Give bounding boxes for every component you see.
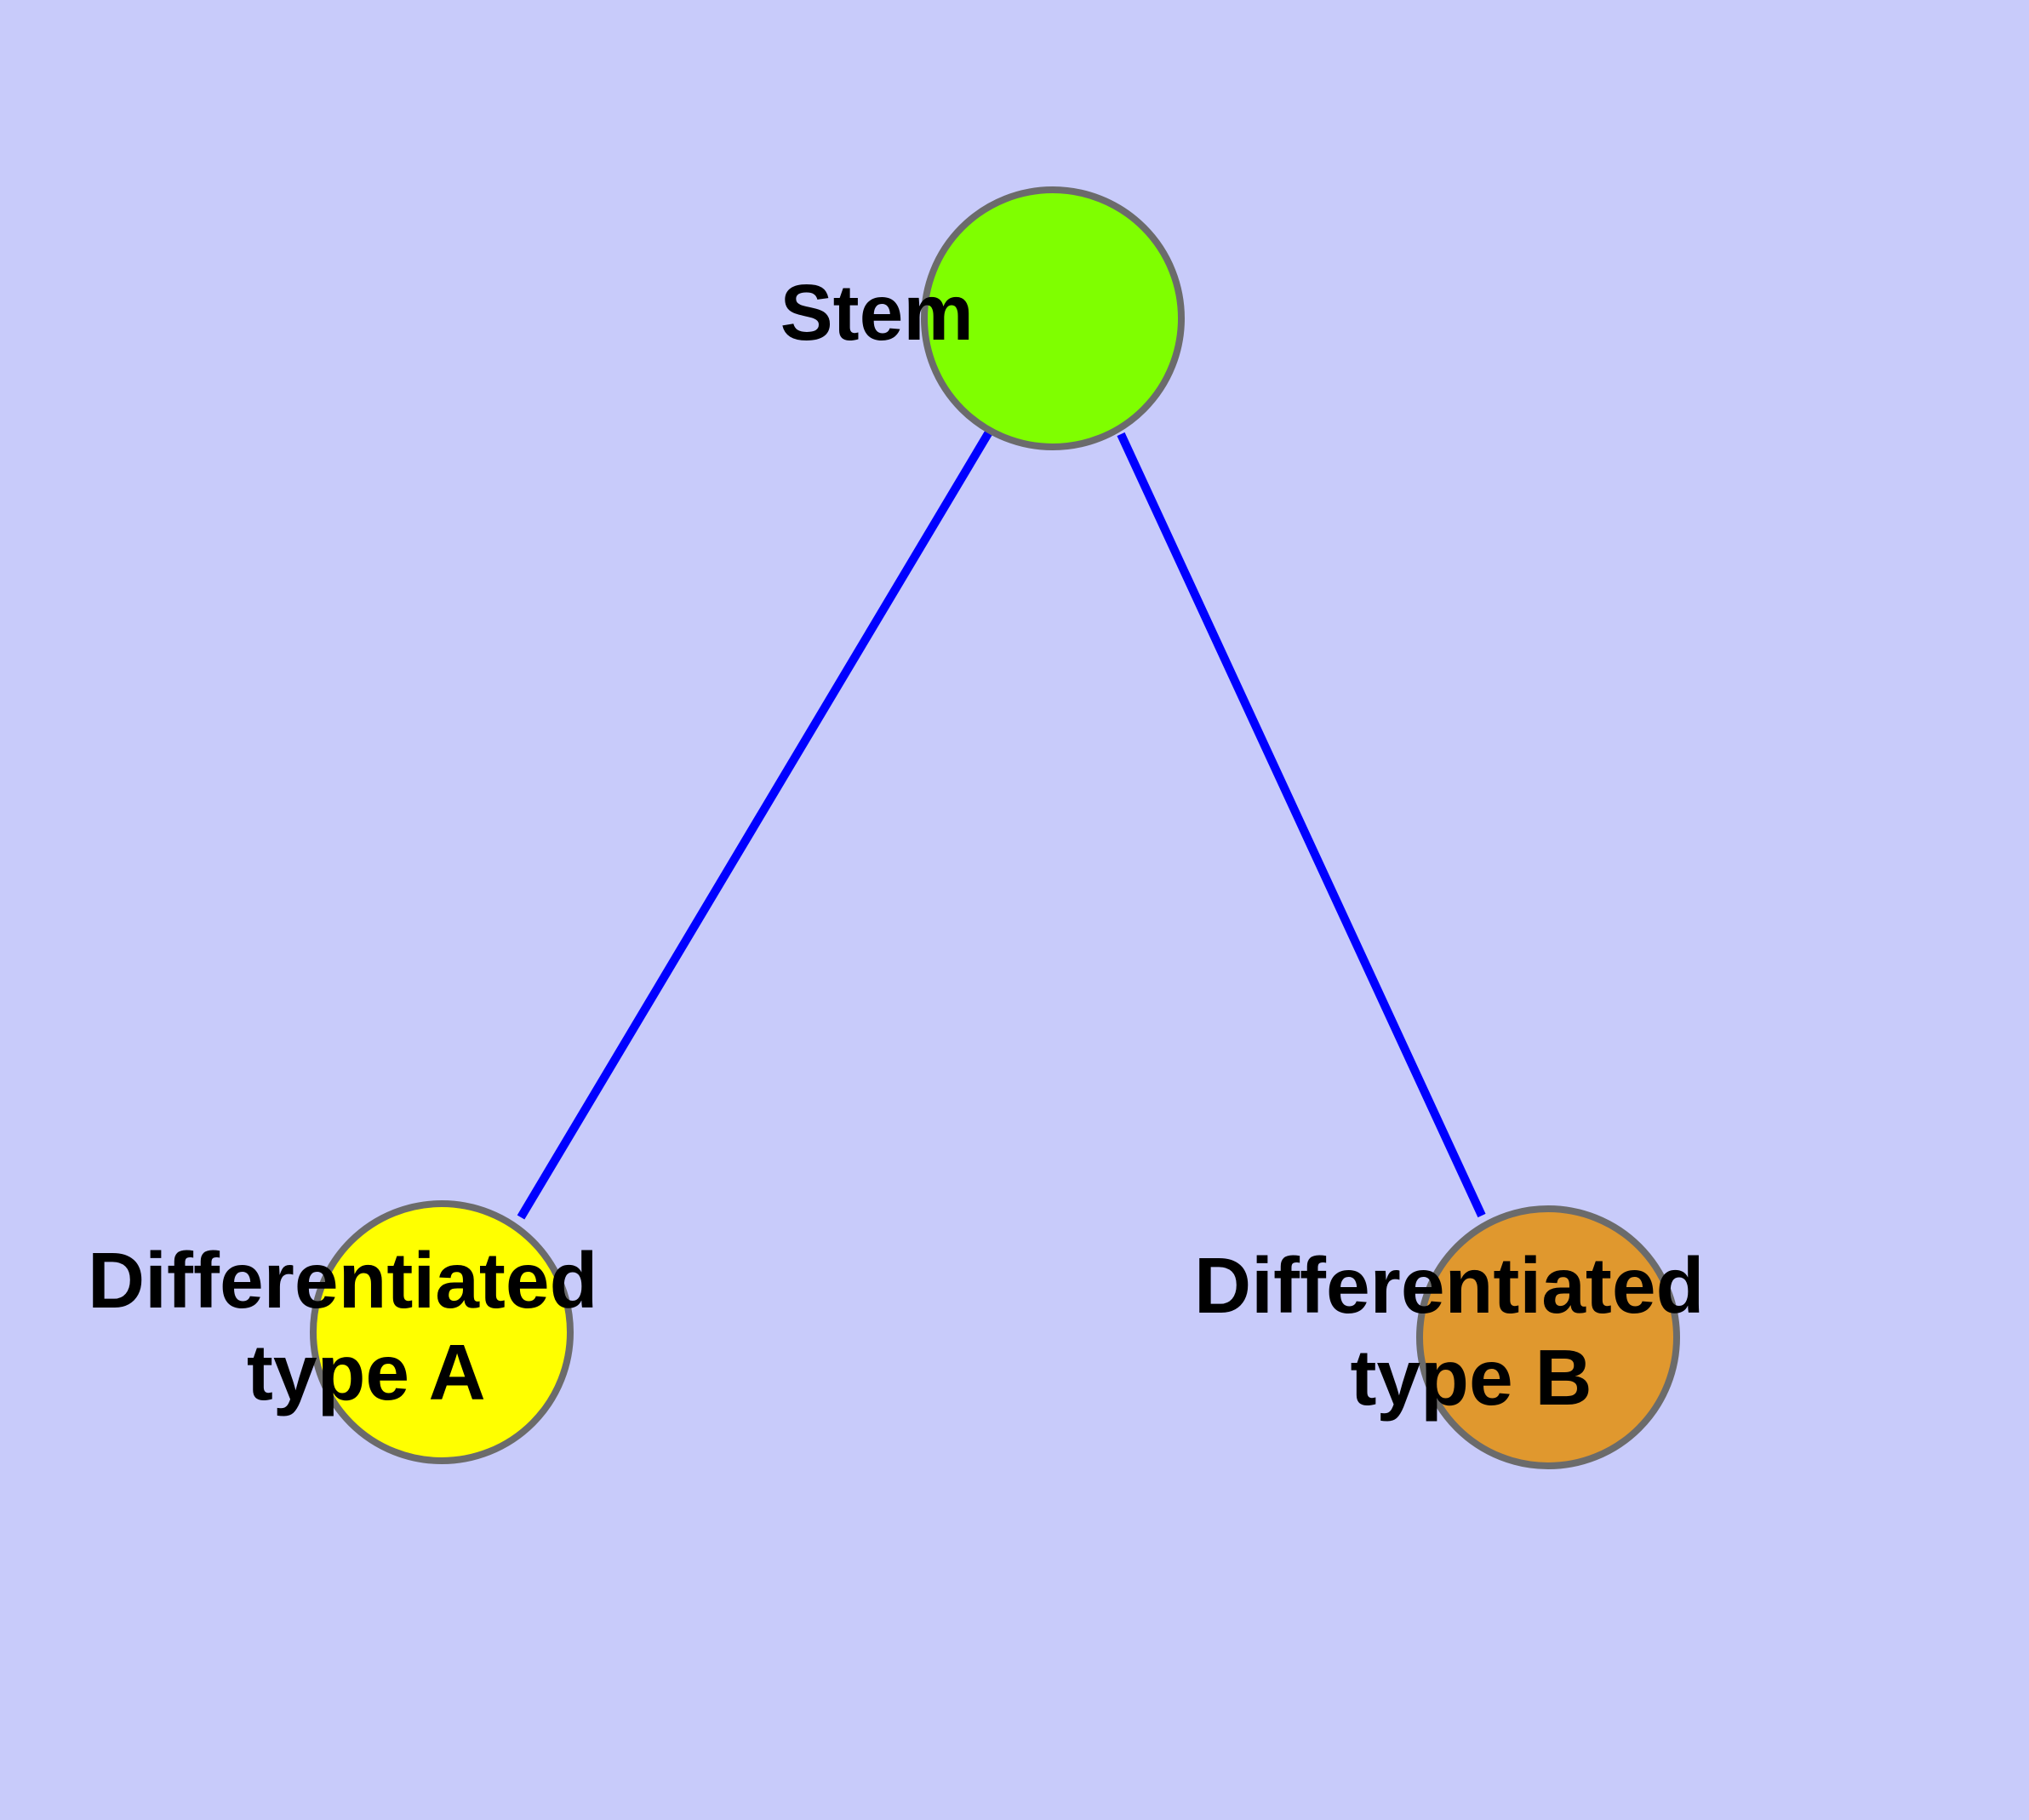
node-differentiated-type-a-label: Differentiated type A [88, 1236, 796, 1417]
node-differentiated-type-a[interactable] [310, 1200, 574, 1464]
node-stem-label-line1: Stem [780, 268, 974, 357]
node-differentiated-type-a-circle[interactable] [310, 1200, 574, 1464]
node-differentiated-type-b-label-line2: type B [1350, 1333, 1592, 1422]
edges-group [517, 428, 1486, 1220]
node-differentiated-type-a-label-line1: Differentiated [88, 1236, 597, 1325]
node-differentiated-type-b-label: Differentiated type B [1194, 1241, 1902, 1422]
edge-stem-to-differentiated-type-b[interactable] [1117, 432, 1486, 1218]
node-differentiated-type-b-label-line1: Differentiated [1194, 1241, 1704, 1330]
edge-stem-to-differentiated-type-a[interactable] [517, 428, 994, 1220]
node-differentiated-type-a-label-line2: type A [247, 1328, 484, 1417]
node-differentiated-type-b-circle[interactable] [1416, 1205, 1680, 1469]
nodes-group [310, 186, 1680, 1469]
node-stem[interactable] [921, 186, 1185, 450]
node-stem-label: Stem [780, 268, 1326, 357]
labels-group: Stem Differentiated type A Differentiate… [88, 268, 1902, 1422]
node-stem-circle[interactable] [921, 186, 1185, 450]
node-differentiated-type-b[interactable] [1416, 1205, 1680, 1469]
